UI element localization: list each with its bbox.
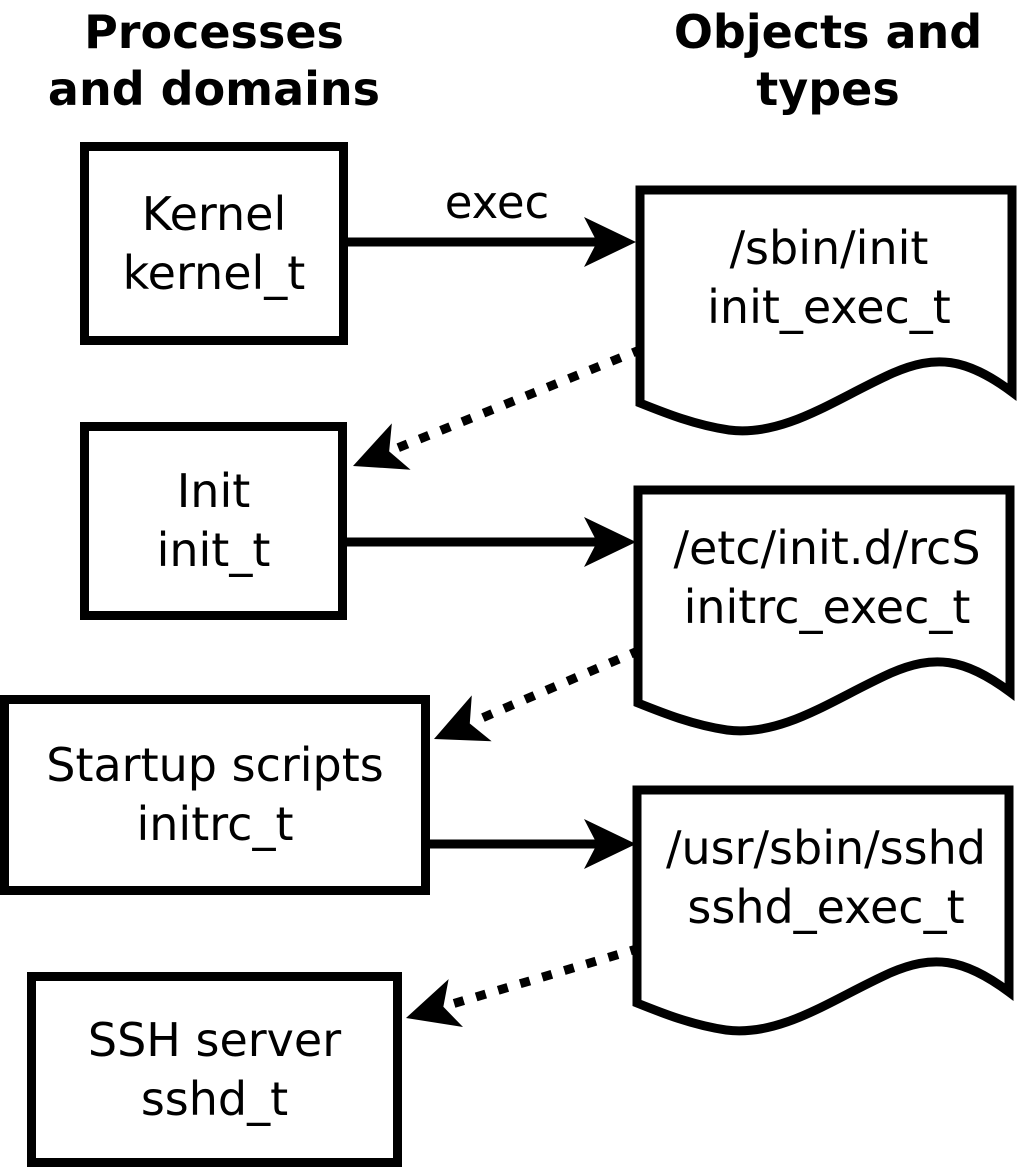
- exec-arrow-init-to-rcs: [345, 517, 636, 567]
- exec-arrow-startup-to-sshd: [428, 819, 636, 869]
- document-shape-sbin-init: [635, 185, 1017, 436]
- process-name: Startup scripts: [46, 738, 384, 792]
- exec-arrow-label: exec: [444, 176, 550, 229]
- left-header-line1: Processes: [84, 5, 344, 59]
- process-domain: sshd_t: [140, 1071, 289, 1126]
- document-shape-etc-initd-rcs: [633, 485, 1015, 736]
- exec-arrow-kernel-to-sbin-init: [348, 217, 636, 267]
- process-name: SSH server: [87, 1012, 342, 1067]
- process-box-ssh-server: SSH server sshd_t: [27, 972, 402, 1167]
- process-domain: kernel_t: [122, 245, 306, 300]
- left-header-line2: and domains: [47, 62, 381, 116]
- process-box-kernel: Kernel kernel_t: [80, 142, 348, 345]
- process-name: Kernel: [141, 186, 287, 241]
- right-column-header: Objects and types: [638, 4, 1018, 118]
- transition-arrow-sshd-to-sshserver: [406, 943, 642, 1028]
- right-header-line1: Objects and: [673, 5, 983, 59]
- process-domain: init_t: [156, 523, 271, 577]
- left-column-header: Processes and domains: [24, 4, 404, 118]
- process-name: Init: [176, 464, 251, 518]
- process-box-init: Init init_t: [80, 422, 347, 620]
- document-shape-usr-sbin-sshd: [632, 785, 1014, 1036]
- process-domain: initrc_t: [136, 797, 294, 851]
- transition-arrow-sbin-init-to-init: [353, 344, 644, 470]
- right-header-line2: types: [756, 62, 900, 116]
- transition-arrow-rcs-to-startup: [434, 645, 642, 742]
- process-box-startup-scripts: Startup scripts initrc_t: [0, 695, 430, 895]
